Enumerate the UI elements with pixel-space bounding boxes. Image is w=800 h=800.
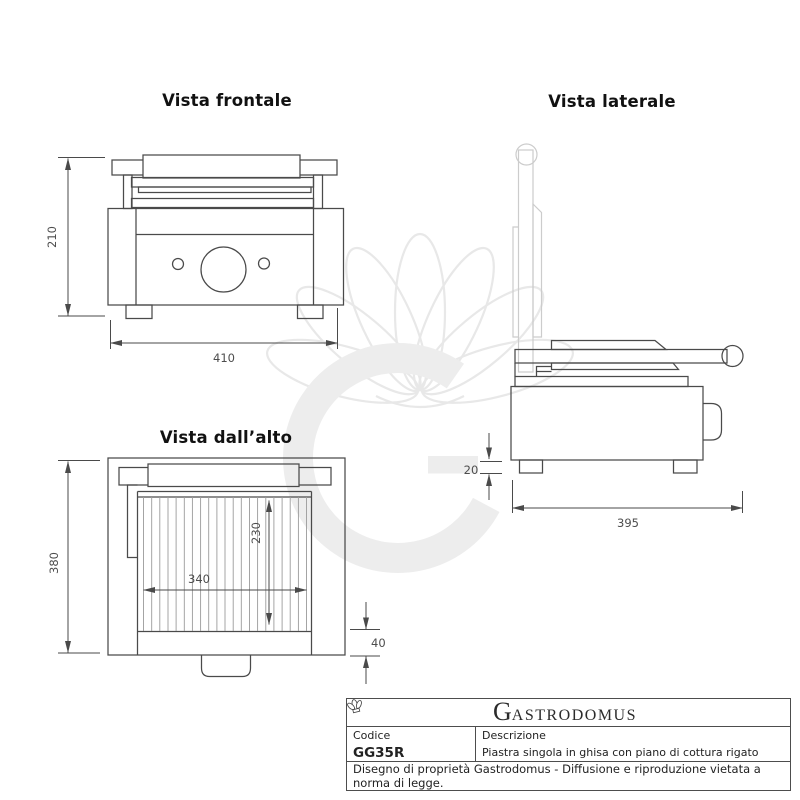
side-feet-dim-label: 20 [464,463,479,477]
brand-name: ASTRODOMUS [511,707,638,724]
front-plate-layer-1 [130,176,315,188]
front-handle-tab-right [300,159,338,176]
side-hinge-notch [535,365,552,373]
front-indicator-light-left [171,257,185,271]
side-knob [703,402,723,441]
front-view: 210 410 [45,154,345,365]
front-body [107,207,345,306]
front-indicator-light-right [257,257,271,270]
top-knob [200,655,252,678]
top-view-title: Vista dall’alto [159,428,293,447]
side-lid-handle-knob [515,143,538,166]
side-base-rim [514,375,689,388]
hat-petal [420,338,574,404]
description-value: Piastra singola in ghisa con piano di co… [482,746,759,759]
side-view-title: Vista laterale [548,92,676,111]
front-post-right [312,174,324,210]
code-label: Codice [353,729,391,742]
front-foot-right [296,304,324,320]
side-foot-left [518,459,544,474]
top-plate-width-dim-label: 340 [188,572,210,586]
top-hinge-tab [126,484,138,559]
front-handle-bar [142,154,301,179]
watermark-chef-hat-icon [266,232,574,409]
title-block-data-row: Codice GG35R Descrizione Piastra singola… [347,727,790,762]
side-foot-right [672,459,698,474]
top-handle-tab-right [299,466,332,486]
top-plate-ribs [143,497,307,631]
side-plate-edge [550,362,680,371]
top-front-edge-dim-label: 40 [371,636,386,650]
top-view: 380 340 230 40 [47,457,386,684]
letter-g-arm [428,456,478,474]
front-width-dim-label: 410 [213,351,235,365]
side-handle-bar [514,348,728,364]
hat-band [375,395,465,409]
front-plate-layer-3 [130,197,315,209]
side-base-body [510,385,704,461]
front-height-dim-label: 210 [45,226,59,248]
side-lid-plate-back [512,226,519,338]
front-thermostat-knob [200,246,247,293]
side-plate-ridge [550,339,668,351]
side-view: 20 395 [464,143,744,530]
watermark-letter-g [282,342,500,573]
side-handle-end [721,344,744,368]
description-label: Descrizione [482,729,546,742]
code-value: GG35R [353,745,405,761]
top-depth-dim-label: 380 [47,552,61,574]
side-depth-dim-label: 395 [617,516,639,530]
top-plate-depth-dim-label: 230 [249,522,263,544]
front-view-title: Vista frontale [162,91,292,110]
code-cell: Codice GG35R [347,727,476,761]
front-plate-layer-2 [137,186,312,194]
front-foot-left [125,304,153,320]
top-handle-tab-left [118,466,148,486]
legal-notice: Disegno di proprietà Gastrodomus - Diffu… [353,762,761,790]
side-lid-handle-bar [517,149,534,373]
front-handle-tab-left [111,159,143,176]
side-lid-plate-front [532,202,543,338]
front-post-left [122,174,133,210]
brand-initial: G [492,697,512,726]
description-cell: Descrizione Piastra singola in ghisa con… [476,727,765,761]
top-body-outline [107,457,346,656]
top-handle-bar [147,463,300,488]
